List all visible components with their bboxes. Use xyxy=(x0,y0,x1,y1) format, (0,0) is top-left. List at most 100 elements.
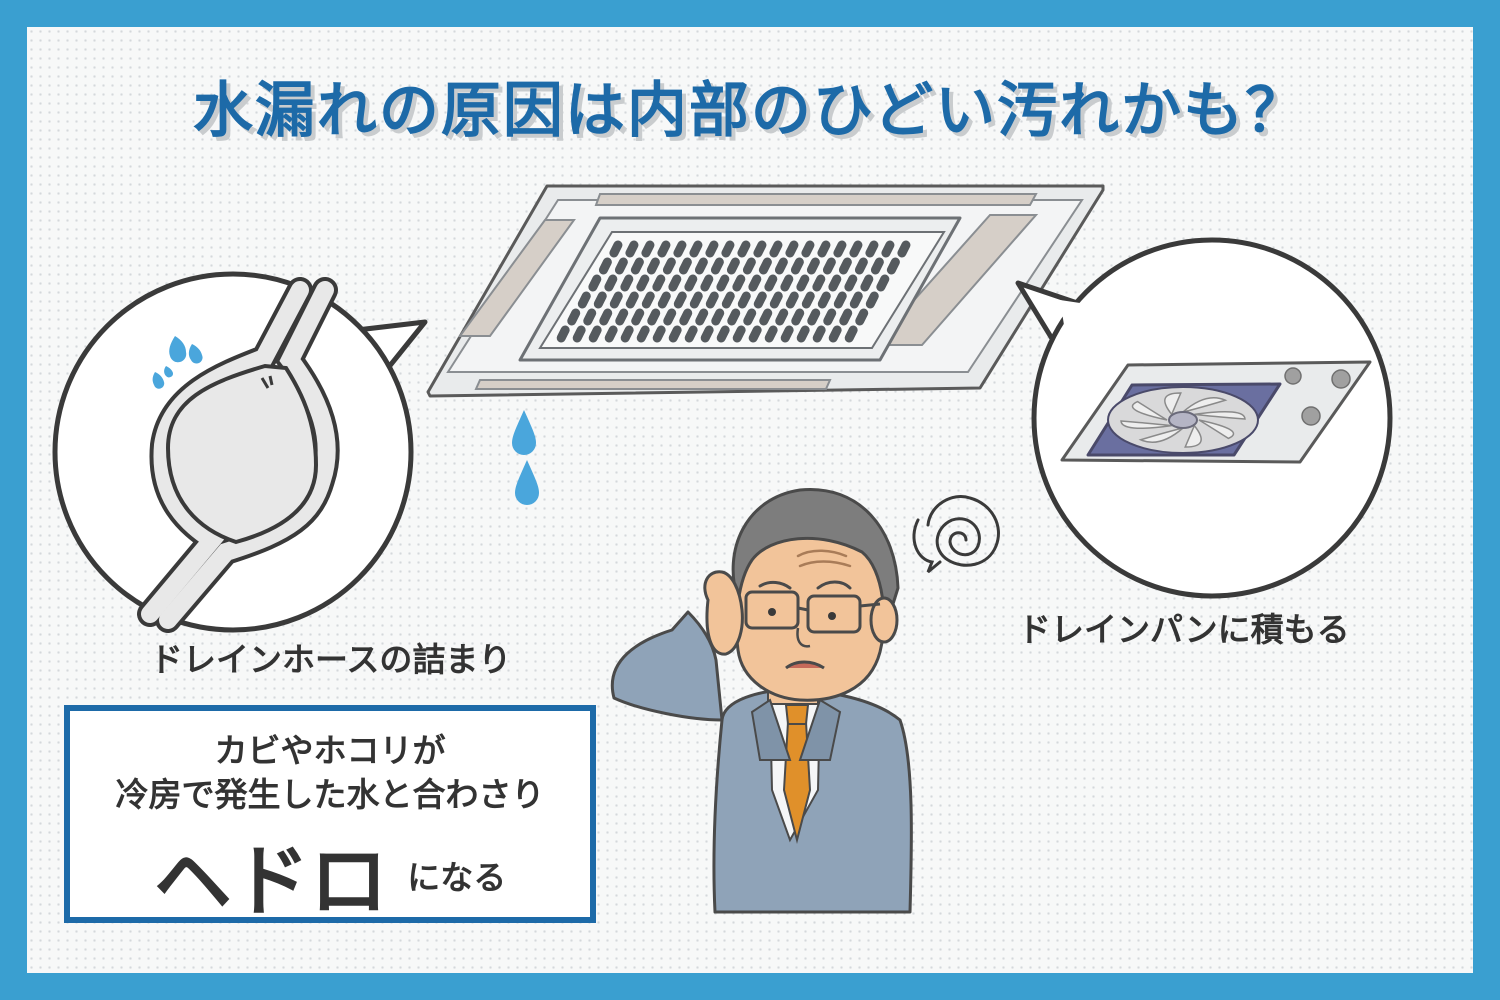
vent-slat xyxy=(801,291,815,309)
page-title: 水漏れの原因は内部のひどい汚れかも？ xyxy=(192,76,1308,146)
vent-slat xyxy=(743,308,757,326)
vent-slat xyxy=(625,240,639,258)
vent-slat xyxy=(886,257,900,275)
vent-slat xyxy=(646,257,660,275)
fan-blade xyxy=(1164,392,1182,416)
vent-slat xyxy=(732,325,746,343)
vent-slat xyxy=(844,274,858,292)
vent-slat xyxy=(636,274,650,292)
vent-slat xyxy=(614,257,628,275)
note-line-1: カビやホコリが xyxy=(214,731,446,770)
vent-slat xyxy=(807,308,821,326)
vent-slat xyxy=(663,308,677,326)
fan-blade xyxy=(1198,419,1235,440)
vent-slat xyxy=(588,274,602,292)
vent-slat xyxy=(679,308,693,326)
vent-slat xyxy=(780,274,794,292)
vent-slat xyxy=(737,240,751,258)
vent-slat xyxy=(839,308,853,326)
vent-slat xyxy=(865,291,879,309)
vent-slat xyxy=(812,274,826,292)
vent-slat xyxy=(695,308,709,326)
vent-slat xyxy=(652,274,666,292)
vent-slat xyxy=(673,240,687,258)
vent-slat xyxy=(854,257,868,275)
vent-slat xyxy=(700,325,714,343)
vent-slat xyxy=(711,308,725,326)
vent-slat xyxy=(758,257,772,275)
vent-slat xyxy=(796,274,810,292)
fan-blade xyxy=(1184,424,1202,448)
fan-blade xyxy=(1194,410,1246,420)
vent-slat xyxy=(727,308,741,326)
vent-slat xyxy=(801,240,815,258)
vent-slat xyxy=(897,240,911,258)
vent-slat xyxy=(812,325,826,343)
vent-slat xyxy=(823,308,837,326)
vent-slat xyxy=(769,291,783,309)
water-drop-icon xyxy=(512,410,539,505)
vent-slat xyxy=(742,257,756,275)
vent-slat xyxy=(753,291,767,309)
vent-slat xyxy=(630,257,644,275)
vent-slat xyxy=(748,274,762,292)
vent-slat xyxy=(764,325,778,343)
vent-slat xyxy=(577,291,591,309)
fan-blade xyxy=(1120,420,1172,430)
vent-slat xyxy=(764,274,778,292)
worried-man-icon xyxy=(610,487,913,914)
fan-blade xyxy=(1131,400,1168,421)
vent-slat xyxy=(620,325,634,343)
vent-slat xyxy=(652,325,666,343)
vent-slat xyxy=(855,308,869,326)
vent-slat xyxy=(817,240,831,258)
vent-slat xyxy=(583,308,597,326)
vent-slat xyxy=(694,257,708,275)
vent-slat xyxy=(615,308,629,326)
drain-hose-clog-icon xyxy=(52,271,428,633)
vent-slat xyxy=(828,325,842,343)
ceiling-cassette-ac-icon xyxy=(426,184,1105,398)
vent-slat xyxy=(833,240,847,258)
vent-slat xyxy=(817,291,831,309)
caption-drain-pan: ドレインパンに積もる xyxy=(1018,610,1350,649)
vent-slat xyxy=(636,325,650,343)
vent-slat xyxy=(785,291,799,309)
vent-slat xyxy=(785,240,799,258)
vent-slat xyxy=(620,274,634,292)
vent-slat xyxy=(668,325,682,343)
vent-slat xyxy=(593,291,607,309)
emphasis-text: ヘドロ xyxy=(153,837,388,927)
vent-slat xyxy=(860,274,874,292)
vent-slat xyxy=(673,291,687,309)
vent-slat xyxy=(775,308,789,326)
vent-slat xyxy=(625,291,639,309)
vent-slat xyxy=(828,274,842,292)
explanation-box: カビやホコリが 冷房で発生した水と合わさり ヘドロ になる xyxy=(64,705,596,927)
vent-slat xyxy=(710,257,724,275)
vent-slat xyxy=(599,308,613,326)
vent-slat xyxy=(705,240,719,258)
vent-slat xyxy=(572,325,586,343)
caption-drain-hose: ドレインホースの詰まり xyxy=(150,640,512,679)
vent-slat xyxy=(609,240,623,258)
vent-slat xyxy=(790,257,804,275)
vent-slat xyxy=(732,274,746,292)
vent-slat xyxy=(849,291,863,309)
vent-slat xyxy=(604,325,618,343)
vent-slat xyxy=(838,257,852,275)
vent-slat xyxy=(668,274,682,292)
vent-slat xyxy=(689,240,703,258)
vent-slat xyxy=(726,257,740,275)
vent-slat xyxy=(796,325,810,343)
vent-slat xyxy=(604,274,618,292)
note-line-2: 冷房で発生した水と合わさり xyxy=(115,775,545,814)
confused-scribble-icon xyxy=(912,495,1000,574)
vent-slat xyxy=(759,308,773,326)
vent-slat xyxy=(598,257,612,275)
vent-slat xyxy=(721,240,735,258)
vent-slat xyxy=(876,274,890,292)
vent-slat xyxy=(791,308,805,326)
vent-slat xyxy=(657,291,671,309)
